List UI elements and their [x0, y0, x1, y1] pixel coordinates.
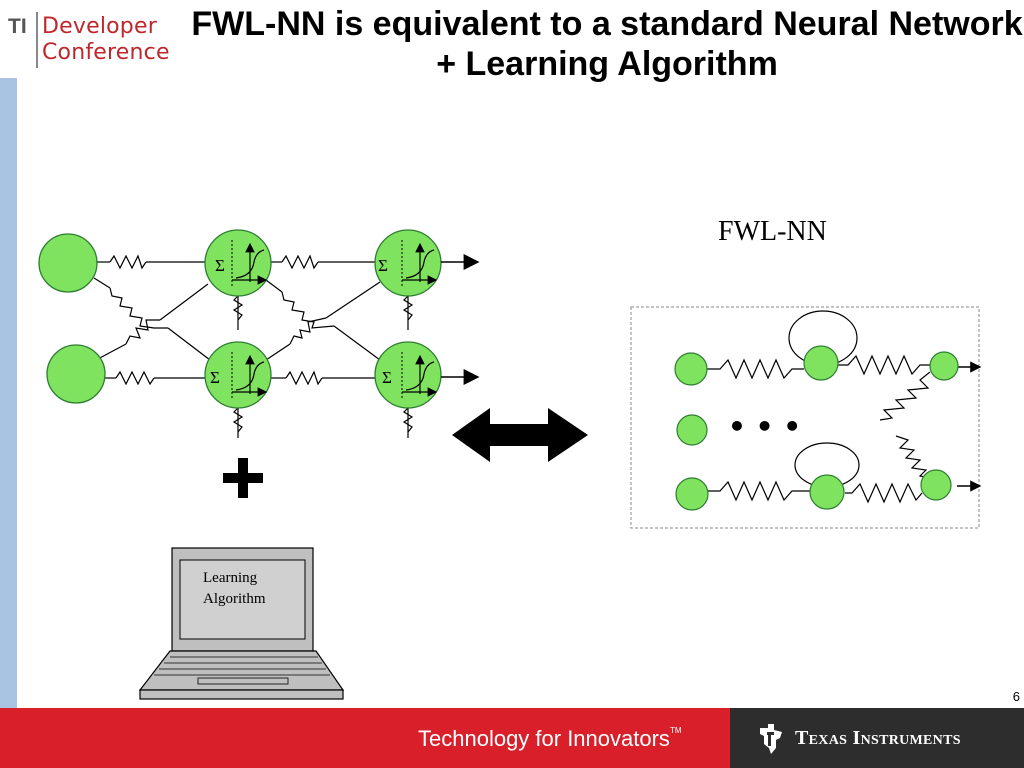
page-number: 6 — [1012, 689, 1020, 704]
output-neuron-1: Σ — [374, 229, 442, 297]
laptop-label-learning: Learning — [203, 570, 258, 586]
svg-text:Σ: Σ — [210, 368, 220, 387]
input-node-1 — [38, 233, 98, 293]
logo-word-conference: Conference — [42, 40, 170, 65]
fwl-input-node-2 — [676, 414, 708, 446]
input-node-2 — [46, 344, 106, 404]
fwl-nn-diagram: • • • — [630, 306, 982, 529]
sidebar-accent-bar — [0, 78, 17, 708]
laptop-icon: Learning Algorithm — [138, 547, 345, 700]
output-neuron-2: Σ — [374, 341, 442, 409]
logo-word-developer: Developer — [42, 14, 157, 39]
developer-conference-logo: TI Developer Conference — [8, 8, 170, 72]
slide-title: FWL-NN is equivalent to a standard Neura… — [191, 5, 1023, 83]
fwl-output-node-1 — [929, 351, 959, 381]
standard-neural-network: Σ Σ Σ Σ — [38, 229, 480, 438]
company-name: Texas Instruments — [795, 727, 961, 749]
trademark-mark: TM — [669, 726, 682, 735]
fwl-input-node-1 — [674, 352, 708, 386]
footer-tagline: Technology for InnovatorsTM — [418, 726, 682, 752]
fwl-input-node-3 — [675, 477, 709, 511]
plus-icon — [223, 458, 263, 498]
svg-text:Σ: Σ — [382, 368, 392, 387]
fwl-output-node-2 — [920, 469, 952, 501]
diagram-canvas: Σ Σ Σ Σ — [38, 216, 982, 700]
footer-banner — [0, 708, 730, 768]
equivalence-arrow-icon — [452, 408, 588, 462]
logo-divider — [36, 12, 38, 68]
fwl-hidden-node-1 — [803, 345, 839, 381]
svg-text:Σ: Σ — [378, 256, 388, 275]
fwl-hidden-node-2 — [809, 474, 845, 510]
fwl-nn-label: FWL-NN — [718, 216, 827, 247]
ti-logo-mark: TI — [8, 15, 27, 38]
hidden-neuron-1: Σ — [204, 229, 272, 297]
hidden-neuron-2: Σ — [204, 341, 272, 409]
footer-tagline-text: Technology for Innovators — [418, 726, 670, 751]
texas-instruments-logo-icon — [760, 724, 782, 754]
fwl-ellipsis: • • • — [728, 410, 801, 443]
laptop-label-algorithm: Algorithm — [203, 591, 266, 607]
svg-text:Σ: Σ — [215, 256, 225, 275]
weight-resistors — [109, 254, 414, 433]
